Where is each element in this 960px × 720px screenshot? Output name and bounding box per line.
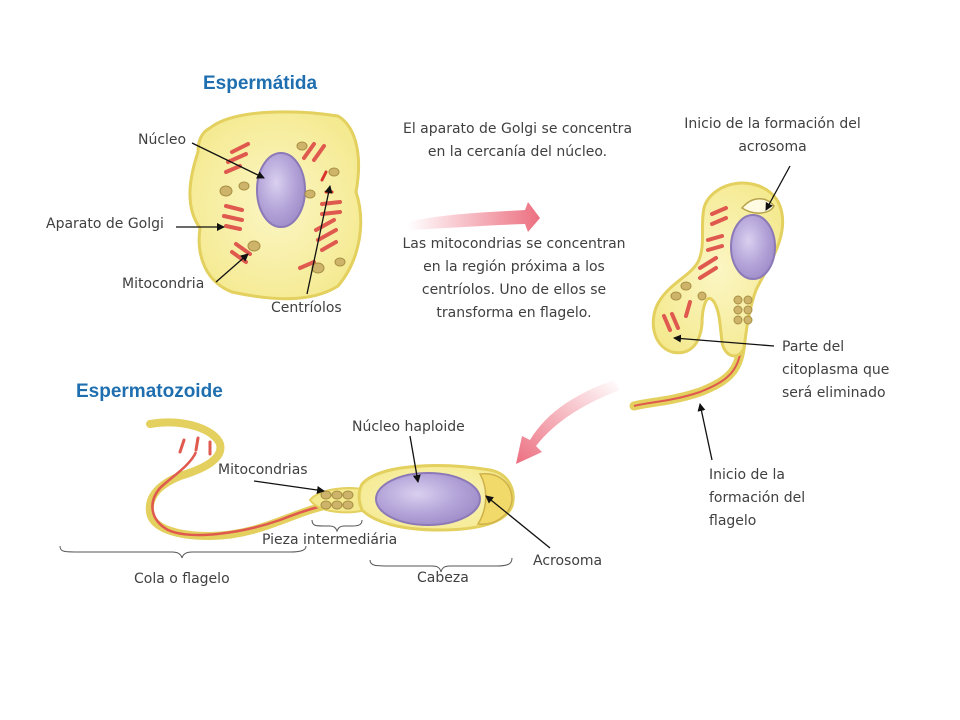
spermatid-leaders [176, 142, 333, 295]
intermediate-nucleus [730, 214, 776, 280]
label-mitochondria: Mitocondria [122, 276, 205, 292]
label-centrioles: Centríolos [271, 300, 342, 316]
spermatozoon-title: Espermatozoide [76, 381, 223, 402]
spermatid-mitochondria [219, 141, 346, 274]
label-head: Cabeza [417, 570, 469, 586]
intermediate-leaders [673, 165, 791, 461]
spermatozoon-mitochondria [320, 490, 354, 510]
label-cytoplasm-removed: Parte del citoplasma que será eliminado [782, 339, 890, 401]
label-acrosome: Acrosoma [533, 553, 603, 569]
label-nucleus: Núcleo [138, 132, 187, 148]
label-flagellum-start: Inicio de la formación del flagelo [709, 467, 806, 529]
label-golgi: Aparato de Golgi [46, 216, 164, 232]
label-haploid-nucleus: Núcleo haploide [352, 419, 465, 435]
text-golgi-step: El aparato de Golgi se concentra en la c… [402, 121, 633, 160]
spermatozoon-braces [59, 519, 513, 573]
brace-head [369, 557, 513, 573]
brace-tail [59, 545, 307, 559]
brace-midpiece [311, 519, 363, 533]
label-midpiece: Pieza intermediária [262, 532, 398, 548]
process-arrow-2 [516, 380, 620, 464]
spermatozoon [145, 418, 515, 541]
label-mitochondrias: Mitocondrias [218, 462, 308, 478]
intermediate-cell [629, 181, 785, 411]
intermediate-golgi [662, 206, 728, 332]
spermatid-cell [188, 110, 363, 301]
spermatid-nucleus [256, 152, 306, 228]
label-acrosome-start: Inicio de la formación del acrosoma [684, 116, 861, 155]
intermediate-mitochondria [670, 281, 753, 325]
spermatozoon-nucleus [375, 472, 481, 526]
process-arrow-1 [408, 202, 540, 232]
label-tail: Cola o flagelo [134, 571, 230, 587]
spermatid-title: Espermátida [203, 73, 318, 94]
text-mitochondria-step: Las mitocondrias se concentran en la reg… [402, 236, 626, 321]
spermatozoon-leaders [253, 435, 551, 549]
